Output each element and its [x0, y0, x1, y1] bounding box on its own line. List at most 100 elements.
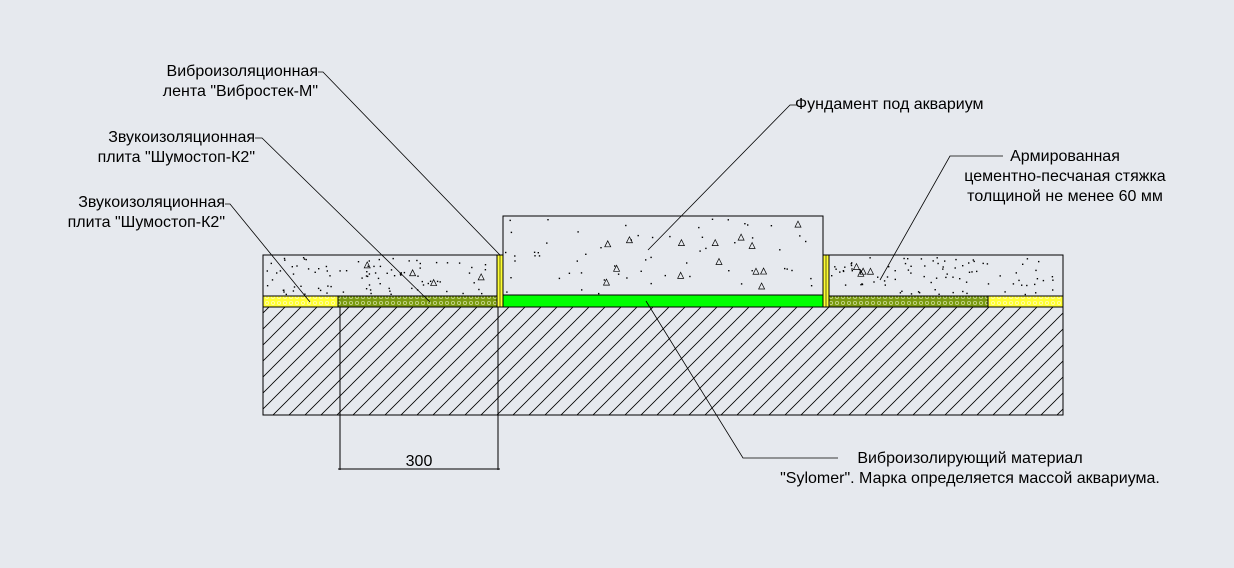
speckle	[637, 234, 639, 237]
speckle	[271, 279, 274, 281]
speckle	[314, 271, 316, 273]
concrete-texture	[266, 218, 1054, 296]
speckle	[744, 223, 746, 225]
speckle	[305, 258, 307, 261]
speckle	[307, 268, 310, 270]
speckle	[1036, 278, 1039, 280]
speckle	[266, 285, 269, 287]
speckle	[282, 289, 285, 291]
speckle	[955, 258, 957, 261]
speckle	[403, 271, 406, 274]
speckle	[945, 276, 947, 279]
speckle	[325, 265, 328, 268]
dimension-300	[338, 307, 500, 470]
speckle	[645, 259, 647, 261]
speckle	[366, 275, 369, 278]
speckle	[650, 282, 652, 285]
speckle	[546, 242, 548, 244]
speckle	[417, 275, 419, 277]
sylomer-layer	[502, 294, 824, 308]
speckle	[329, 275, 331, 277]
aggregate-mark	[613, 264, 621, 272]
speckle	[952, 291, 954, 294]
speckle	[972, 259, 974, 261]
speckle	[844, 266, 846, 268]
speckle	[365, 275, 368, 277]
green-plate-left	[337, 295, 498, 308]
speckle	[850, 264, 853, 267]
speckle	[393, 275, 396, 277]
speckle	[279, 270, 282, 272]
speckle	[600, 247, 602, 249]
speckle	[987, 283, 990, 285]
speckle	[971, 271, 973, 273]
label-sound-plate-1: Звукоизоляционная плита "Шумостоп-К2"	[55, 128, 255, 168]
speckle	[468, 272, 471, 274]
speckle	[421, 280, 423, 283]
speckle	[640, 270, 642, 272]
aggregate-mark	[604, 240, 612, 248]
speckle	[1026, 258, 1029, 260]
speckle	[920, 258, 923, 260]
speckle	[462, 292, 464, 295]
speckle	[292, 273, 295, 275]
speckle	[378, 258, 380, 261]
speckle	[373, 265, 375, 268]
yellow-plate-right	[987, 295, 1064, 308]
aggregate-mark	[794, 220, 802, 228]
speckle	[283, 257, 286, 260]
speckle	[365, 288, 368, 290]
aggregate-mark	[857, 269, 865, 277]
speckle	[368, 284, 371, 286]
speckle	[1022, 263, 1024, 265]
speckle	[368, 273, 371, 275]
speckle	[786, 268, 788, 270]
speckle	[361, 277, 363, 279]
speckle	[1042, 279, 1045, 282]
speckle	[484, 264, 487, 266]
speckle	[959, 278, 961, 280]
speckle	[784, 267, 786, 270]
speckle	[1026, 284, 1028, 287]
speckle	[1021, 284, 1023, 286]
speckle	[962, 290, 964, 293]
speckle	[910, 272, 912, 274]
speckle	[558, 277, 561, 280]
label-screed-line2: цементно-песчаная стяжка	[964, 168, 1166, 185]
speckle	[625, 224, 627, 227]
speckle	[851, 262, 853, 264]
aggregate-mark	[852, 262, 861, 270]
aggregate-mark	[737, 233, 745, 241]
speckle	[266, 270, 268, 272]
aggregate-mark	[625, 235, 634, 244]
speckle	[603, 279, 606, 281]
speckle	[446, 262, 449, 264]
aggregate-mark	[363, 261, 371, 269]
speckle	[810, 285, 813, 287]
speckle	[377, 277, 380, 280]
speckle	[408, 260, 410, 262]
speckle	[982, 262, 984, 265]
speckle	[427, 282, 429, 285]
speckle	[318, 268, 320, 270]
aggregate-mark	[409, 269, 417, 277]
speckle	[458, 262, 461, 264]
speckle	[392, 257, 394, 260]
speckle	[533, 251, 536, 253]
speckle	[962, 265, 964, 267]
speckle	[751, 270, 753, 272]
label-sound-plate-2-line2: плита "Шумостоп-К2"	[67, 214, 225, 231]
speckle	[894, 270, 896, 272]
label-screed-line3: толщиной не менее 60 мм	[967, 188, 1163, 205]
speckle	[319, 289, 322, 292]
speckle	[791, 269, 793, 272]
green-plate-right	[828, 295, 989, 308]
speckle	[860, 284, 862, 286]
speckle	[473, 282, 475, 284]
label-sound-plate-2: Звукоизоляционная плита "Шумостоп-К2"	[25, 193, 225, 233]
speckle	[861, 283, 863, 285]
speckle	[1018, 279, 1020, 282]
speckle	[302, 257, 305, 259]
speckle	[910, 265, 912, 267]
aggregate-mark	[430, 278, 438, 286]
